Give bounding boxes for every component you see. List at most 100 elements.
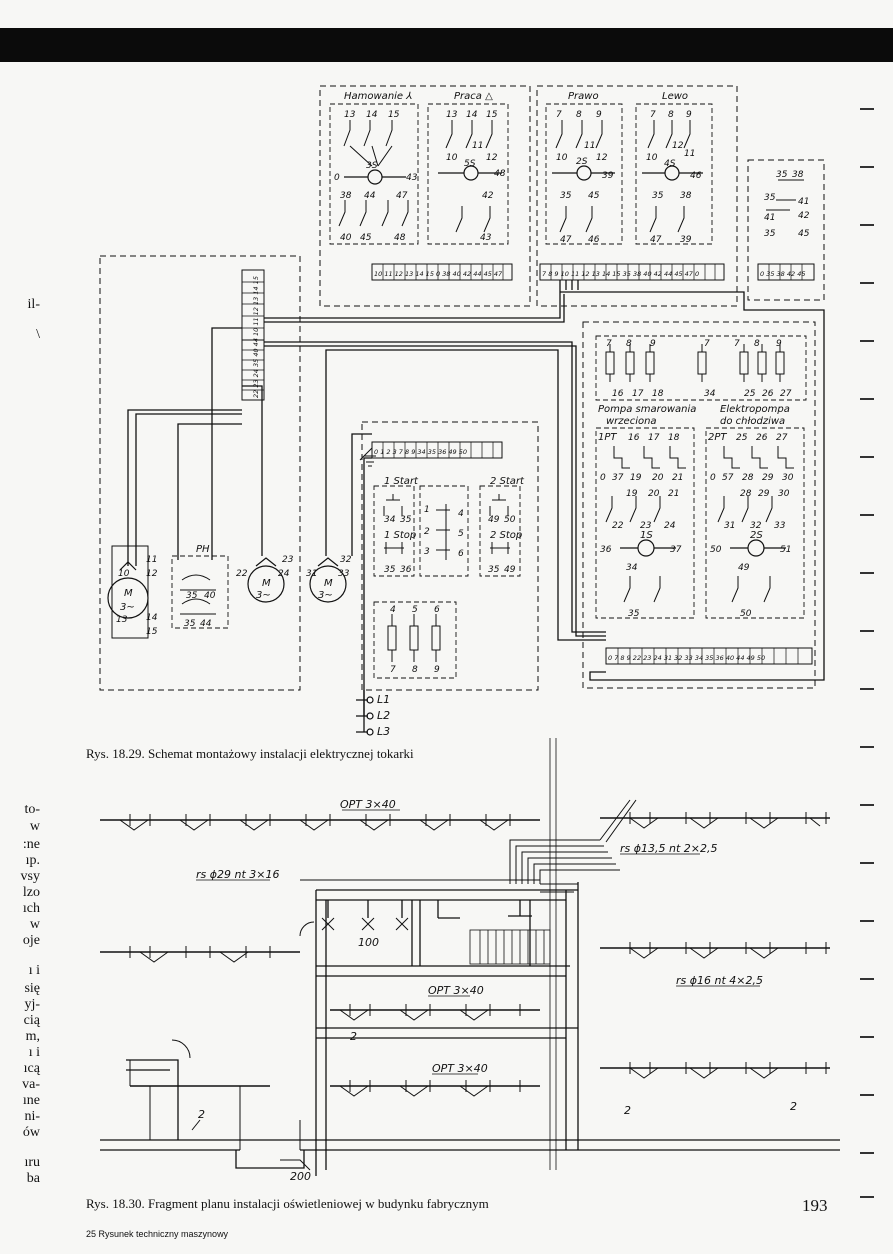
num: 13 xyxy=(116,615,128,625)
label-underlines xyxy=(196,809,760,1075)
page-number: 193 xyxy=(802,1196,828,1215)
num: 9 xyxy=(776,339,782,349)
num: 39 xyxy=(680,235,692,245)
wiring-bundles xyxy=(127,280,825,732)
num: 35 xyxy=(764,229,776,239)
terminal-row: 10 11 12 13 14 15 0 38 40 42 44 45 47 xyxy=(374,270,503,278)
num: 16 xyxy=(628,433,640,443)
schematic-labels: Hamowanie ⅄ Praca △ Prawo Lewo Pompa sma… xyxy=(120,91,790,738)
num: 10 xyxy=(646,153,658,163)
start2-label: 2 Start xyxy=(490,476,525,487)
num: 15 xyxy=(486,110,498,120)
1pt-label: 1PT xyxy=(598,432,617,443)
num: 39 xyxy=(602,171,614,181)
num: 35 xyxy=(488,565,500,575)
stop2-label: 2 Stop xyxy=(490,530,522,541)
figure-caption-18-30: Rys. 18.30. Fragment planu instalacji oś… xyxy=(86,1196,489,1211)
opt-label-low: OPT 3×40 xyxy=(432,1062,488,1075)
cable-label-rs135: rs ϕ13,5 nt 2×2,5 xyxy=(620,842,718,855)
stop1-label: 1 Stop xyxy=(384,530,416,541)
2pt-label: 2PT xyxy=(708,432,727,443)
num: 27 xyxy=(780,389,792,399)
figure-caption-18-29: Rys. 18.29. Schemat montażowy instalacji… xyxy=(86,746,414,761)
num: 21 xyxy=(668,489,679,499)
num: 14 xyxy=(366,110,378,120)
enclosure-frames xyxy=(99,85,825,691)
fragment-text: się xyxy=(24,981,40,996)
num: 38 xyxy=(792,170,804,180)
num: 24 xyxy=(278,569,290,579)
num: 1 xyxy=(424,505,430,515)
num: 30 xyxy=(778,489,790,499)
num: 28 xyxy=(742,473,754,483)
num: 11 xyxy=(146,555,157,565)
num: 18 xyxy=(652,389,664,399)
num: 5 xyxy=(458,529,464,539)
num: 48 xyxy=(394,233,406,243)
num: 35 xyxy=(184,619,196,629)
fragment-text: vsy xyxy=(20,869,40,884)
num: 4 xyxy=(390,605,396,615)
fragment-text: ıcą xyxy=(23,1061,40,1076)
num: 41 xyxy=(764,213,775,223)
footer-signature: 25 Rysunek techniczny maszynowy xyxy=(86,1229,229,1239)
num: 47 xyxy=(396,191,408,201)
num: 35 xyxy=(776,170,788,180)
motor-ac-label: 3~ xyxy=(318,590,333,601)
brake-label: Hamowanie ⅄ xyxy=(344,91,412,102)
num: 43 xyxy=(480,233,492,243)
fragment-text: ıne xyxy=(22,1093,40,1108)
num: 14 xyxy=(146,613,158,623)
num: 9 xyxy=(434,665,440,675)
num: 8 xyxy=(412,665,418,675)
num: 0 xyxy=(710,473,716,483)
num: 36 xyxy=(400,565,412,575)
terminal-row: 0 7 8 9 22 23 24 31 32 33 34 35 36 40 44… xyxy=(608,654,765,662)
num: 35 xyxy=(186,591,198,601)
num: 51 xyxy=(780,545,791,555)
num: 31 xyxy=(306,569,317,579)
num: 2 xyxy=(424,527,430,537)
fuse-symbols xyxy=(387,344,785,662)
num: 6 xyxy=(458,549,464,559)
num: 35 xyxy=(384,565,396,575)
fragment-text: ıch xyxy=(22,901,40,916)
terminal-dividers xyxy=(242,264,803,664)
num: 4S xyxy=(664,159,676,169)
lighting-plan xyxy=(100,738,840,1176)
num: 23 xyxy=(282,555,294,565)
num: 15 xyxy=(146,627,158,637)
num: 13 xyxy=(446,110,458,120)
pump-lube-sub: wrzeciona xyxy=(606,416,657,427)
num: 47 xyxy=(560,235,572,245)
num: 29 xyxy=(762,473,774,483)
num: 17 xyxy=(632,389,644,399)
right-margin-ticks xyxy=(858,100,878,1220)
opt-label-top: OPT 3×40 xyxy=(340,798,396,811)
contact-numbers: 13 14 15 3S 43 0 38 44 47 40 45 48 13 14… xyxy=(116,110,810,675)
right-label: Prawo xyxy=(568,91,599,102)
num: 37 xyxy=(670,545,682,555)
circuit-number: 2 xyxy=(790,1100,797,1113)
num: 35 xyxy=(400,515,412,525)
num: 21 xyxy=(672,473,683,483)
fragment-text: oje xyxy=(22,933,40,948)
num: 11 xyxy=(584,141,595,151)
num: 22 xyxy=(612,521,624,531)
fragment-text: ni- xyxy=(24,1109,40,1124)
num: 50 xyxy=(710,545,722,555)
num: 11 xyxy=(684,149,695,159)
num: 7 xyxy=(650,110,656,120)
num: 33 xyxy=(338,569,350,579)
fragment-text: cią xyxy=(23,1013,40,1028)
num: 34 xyxy=(626,563,638,573)
num: 12 xyxy=(486,153,498,163)
num: 10 xyxy=(446,153,458,163)
num: 57 xyxy=(722,473,734,483)
num: 25 xyxy=(744,389,756,399)
num: 3 xyxy=(424,547,430,557)
fragment-text: lzo xyxy=(22,885,40,900)
num: 0 xyxy=(600,473,606,483)
motor-label: M xyxy=(124,588,133,599)
